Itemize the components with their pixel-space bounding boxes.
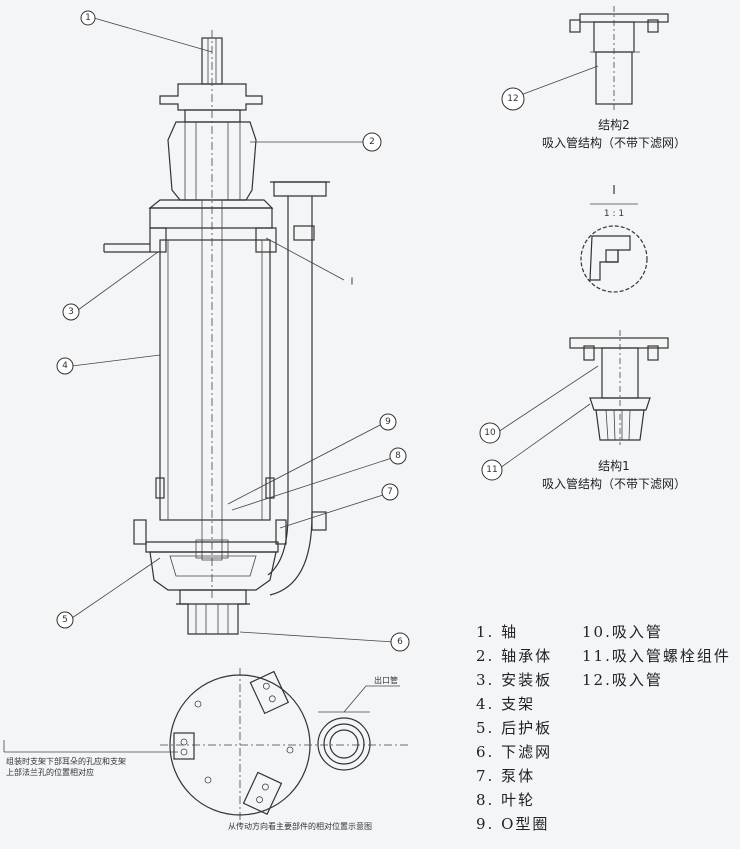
detail-scale: 1 : 1 — [604, 209, 624, 219]
assembly-note-line-1: 组装时支架下部耳朵的孔应和支架 — [6, 756, 126, 766]
suction-strainer — [595, 409, 645, 441]
callout-1 — [80, 10, 96, 26]
callout-8 — [389, 447, 407, 465]
legend-item: 2. 轴承体 — [476, 647, 553, 665]
structure-2: 12 结构2 吸入管结构（不带下滤网） — [501, 6, 686, 150]
structure-2-subtitle: 吸入管结构（不带下滤网） — [542, 135, 686, 150]
callout-6 — [390, 632, 410, 652]
callouts-main: 1 2 3 4 5 6 7 8 9 I — [56, 10, 410, 652]
callout-3-label: 3 — [68, 307, 74, 317]
legend-item: 8. 叶轮 — [476, 791, 536, 809]
frame-column — [159, 239, 271, 521]
callout-2-label: 2 — [369, 137, 375, 147]
callout-2 — [362, 132, 382, 152]
legend-item: 12.吸入管 — [582, 671, 663, 689]
strainer — [179, 589, 247, 635]
bottom-view-caption: 从传动方向看主要部件的相对位置示意图 — [228, 821, 372, 831]
outlet-pipe — [317, 717, 371, 771]
callout-9-label: 9 — [385, 417, 391, 427]
bottom-view: 出口管 组装时支架下部耳朵的孔应和支架 上部法兰孔的位置相对应 从传动方向看主要… — [3, 668, 410, 831]
assembly-note-line-2: 上部法兰孔的位置相对应 — [6, 767, 94, 777]
legend-item: 4. 支架 — [476, 695, 536, 713]
detail-marker-label: I — [351, 277, 354, 288]
back-liner — [145, 541, 279, 553]
legend-item: 5. 后护板 — [476, 719, 553, 737]
callout-4 — [56, 357, 74, 375]
structure-2-title: 结构2 — [598, 117, 630, 132]
main-pump-assembly — [103, 30, 330, 635]
legend-item: 9. O型圈 — [476, 815, 550, 833]
legend-item: 7. 泵体 — [476, 767, 536, 785]
callout-10 — [479, 422, 501, 444]
detail-i: I 1 : 1 — [580, 183, 648, 293]
legend-item: 11.吸入管螺栓组件 — [582, 647, 731, 665]
callout-3 — [62, 303, 80, 321]
callout-11-label: 11 — [486, 465, 497, 475]
structure-1: 10 11 结构1 吸入管结构（不带下滤网） — [479, 330, 686, 491]
callout-12-label: 12 — [507, 94, 518, 104]
callout-10-label: 10 — [484, 428, 496, 438]
legend-item: 6. 下滤网 — [476, 743, 553, 761]
callout-6-label: 6 — [397, 637, 403, 647]
pump-casing — [149, 551, 277, 591]
legend-right: 10.吸入管 11.吸入管螺栓组件 12.吸入管 — [582, 620, 731, 692]
leader-lines — [71, 17, 395, 643]
callout-11 — [481, 459, 503, 481]
legend-item: 1. 轴 — [476, 623, 519, 641]
callout-9 — [379, 413, 397, 431]
callout-5 — [56, 611, 74, 629]
detail-label: I — [612, 183, 616, 197]
outlet-label: 出口管 — [374, 675, 398, 685]
structure-1-title: 结构1 — [598, 458, 630, 473]
discharge-pipe — [287, 196, 313, 515]
structure-1-subtitle: 吸入管结构（不带下滤网） — [542, 476, 686, 491]
callout-12 — [501, 87, 525, 111]
callout-4-label: 4 — [62, 361, 68, 371]
shaft-top — [201, 37, 223, 85]
mounting-plate — [149, 207, 273, 229]
legend-left: 1. 轴 2. 轴承体 3. 安装板 4. 支架 5. 后护板 6. 下滤网 7… — [476, 620, 552, 836]
callout-5-label: 5 — [62, 615, 68, 625]
bearing-cap — [159, 83, 263, 111]
callout-7 — [381, 483, 399, 501]
callout-7-label: 7 — [387, 487, 393, 497]
legend-item: 3. 安装板 — [476, 671, 553, 689]
callout-1-label: 1 — [85, 13, 91, 23]
callout-8-label: 8 — [395, 451, 401, 461]
legend-item: 10.吸入管 — [582, 623, 663, 641]
